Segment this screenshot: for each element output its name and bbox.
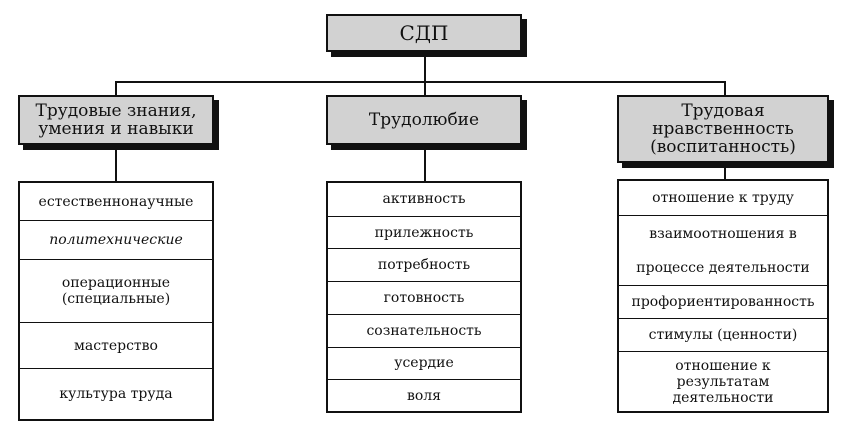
connector-right-down bbox=[724, 81, 726, 95]
list-item: процессе деятельности bbox=[619, 251, 827, 286]
connector-left-down bbox=[115, 81, 117, 95]
branch-header-diligence: Трудолюбие bbox=[326, 95, 522, 145]
branch-bus bbox=[115, 81, 725, 83]
list-item: усердие bbox=[328, 348, 520, 381]
root-label: СДП bbox=[399, 21, 449, 45]
list-item: взаимоотношения в bbox=[649, 225, 797, 242]
list-item: готовность bbox=[328, 282, 520, 315]
list-item: отношение к труду bbox=[619, 181, 827, 216]
connector-right-list bbox=[724, 163, 726, 179]
morality-list: отношение к труду взаимоотношения в проц… bbox=[617, 179, 829, 413]
list-item: потребность bbox=[328, 249, 520, 283]
list-item: отношение к результатам деятельности bbox=[672, 357, 774, 406]
list-item: активность bbox=[328, 183, 520, 217]
list-item: прилежность bbox=[328, 217, 520, 250]
list-item: естественнонаучные bbox=[20, 183, 212, 221]
branch-header-skills: Трудовые знания, умения и навыки bbox=[18, 95, 214, 145]
list-item: политехнические bbox=[20, 221, 212, 260]
connector-left-list bbox=[115, 145, 117, 181]
branch-header-label: Трудовая нравственность (воспитанность) bbox=[650, 101, 796, 157]
branch-header-morality: Трудовая нравственность (воспитанность) bbox=[617, 95, 829, 163]
list-item: профориентированность bbox=[619, 286, 827, 319]
root-node: СДП bbox=[326, 14, 522, 52]
list-item: стимулы (ценности) bbox=[619, 319, 827, 352]
connector-middle-down bbox=[424, 81, 426, 95]
connector-middle-list bbox=[424, 145, 426, 181]
list-item: культура труда bbox=[59, 386, 173, 402]
list-item: воля bbox=[406, 387, 442, 404]
skills-list: естественнонаучные политехнические опера… bbox=[18, 181, 214, 421]
branch-header-label: Трудовые знания, умения и навыки bbox=[35, 101, 197, 139]
list-item: операционные (специальные) bbox=[20, 260, 212, 323]
diligence-list: активность прилежность потребность готов… bbox=[326, 181, 522, 413]
branch-header-label: Трудолюбие bbox=[368, 110, 480, 130]
list-item: сознательность bbox=[328, 315, 520, 348]
list-item: мастерство bbox=[20, 323, 212, 369]
root-connector bbox=[424, 52, 426, 82]
